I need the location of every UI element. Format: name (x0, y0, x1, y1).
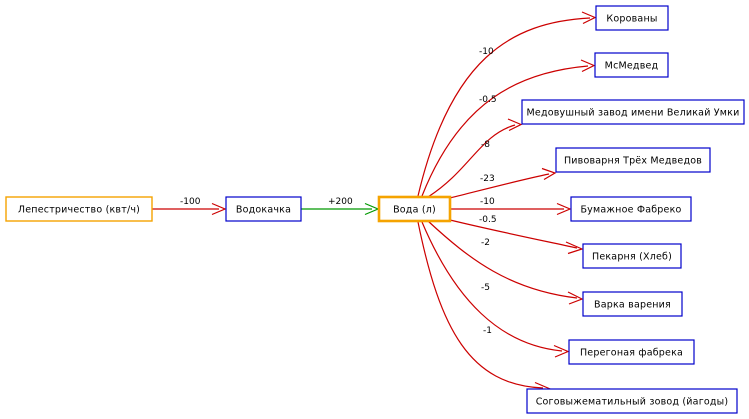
node-n2: МсМедвед (594, 52, 669, 78)
edge-label-hub-n1: -10 (479, 47, 494, 57)
nodes: Лепестричество (квт/ч) Водокачка Вода (л… (5, 5, 745, 414)
node-n5-label: Бумажное Фабреко (580, 205, 681, 216)
node-source: Лепестричество (квт/ч) (5, 196, 153, 222)
edge-labels: -100 +200 -10 -0.5 -8 -23 -10 -0.5 -2 -5… (180, 47, 497, 336)
node-pump: Водокачка (225, 196, 302, 222)
edge-label-source-pump: -100 (180, 197, 201, 207)
node-n3: Медовушный завод имени Великай Умки (521, 99, 745, 125)
node-n7: Варка варения (582, 291, 683, 317)
edge-hub-n6 (449, 219, 584, 255)
node-n3-label: Медовушный завод имени Великай Умки (527, 108, 740, 119)
edge-label-hub-n6: -0.5 (479, 215, 497, 225)
node-n6: Пекарня (Хлеб) (582, 243, 682, 269)
edge-label-hub-n4: -23 (480, 174, 495, 184)
edge-label-hub-n8: -5 (481, 283, 490, 293)
node-n6-label: Пекарня (Хлеб) (592, 252, 672, 263)
node-hub: Вода (л) (377, 195, 452, 223)
edge-hub-n4 (449, 167, 557, 199)
node-n4-label: Пивоварня Трёх Медведов (564, 156, 702, 167)
edge-label-hub-n9: -1 (483, 326, 492, 336)
edges (152, 11, 597, 395)
node-n4: Пивоварня Трёх Медведов (555, 147, 711, 173)
node-n1: Корованы (595, 5, 669, 31)
edge-label-hub-n5: -10 (480, 197, 495, 207)
node-hub-label: Вода (л) (393, 205, 436, 216)
node-n2-label: МсМедвед (605, 61, 659, 72)
edge-hub-n2 (421, 59, 596, 197)
edge-hub-n8 (421, 221, 570, 358)
edge-label-hub-n7: -2 (481, 238, 490, 248)
node-n9-label: Соговыжематильный зовод (йагоды) (536, 397, 729, 408)
edge-hub-n5 (451, 202, 572, 216)
edge-hub-n3 (427, 118, 523, 198)
node-n1-label: Корованы (606, 14, 657, 25)
node-n8-label: Перегоная фабрека (580, 348, 683, 359)
edge-label-hub-n2: -0.5 (479, 95, 497, 105)
node-n9: Соговыжематильный зовод (йагоды) (526, 388, 738, 414)
edge-source-pump (152, 202, 227, 216)
edge-label-hub-n3: -8 (481, 140, 490, 150)
node-source-label: Лепестричество (квт/ч) (18, 205, 140, 216)
node-n7-label: Варка варения (594, 300, 671, 311)
node-n8: Перегоная фабрека (568, 339, 695, 365)
edge-label-pump-hub: +200 (328, 197, 353, 207)
node-pump-label: Водокачка (236, 205, 291, 216)
node-n5: Бумажное Фабреко (570, 196, 692, 222)
edge-hub-n7 (427, 220, 584, 305)
edge-hub-n1 (417, 11, 597, 197)
